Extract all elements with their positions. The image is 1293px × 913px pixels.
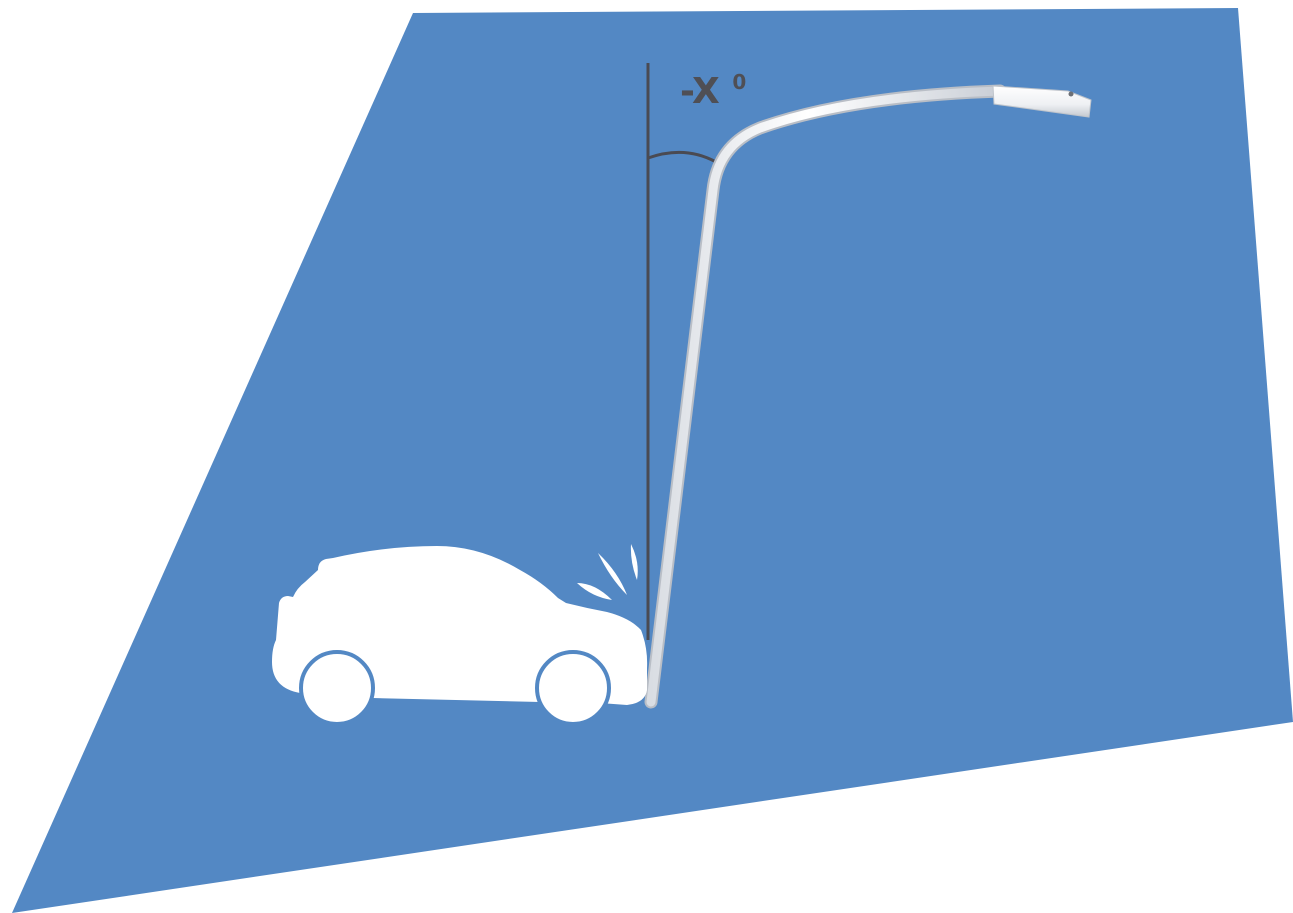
impact-burst-icon [577, 544, 638, 600]
street-lamp-icon [644, 84, 1092, 709]
rear-wheel [299, 650, 375, 726]
front-wheel [535, 650, 611, 726]
impact-mark-low [577, 583, 612, 600]
ground-plane [12, 8, 1293, 913]
angle-label-degree: 0 [732, 70, 746, 94]
impact-mark-high [630, 544, 638, 580]
angle-label-text: -X [680, 71, 720, 112]
car-silhouette-icon [272, 546, 648, 726]
lamp-pole-highlight [646, 86, 1005, 707]
angle-arc [647, 150, 717, 164]
lamp-head-bolt [1068, 91, 1074, 97]
lamp-head [992, 85, 1092, 118]
impact-mark-mid [598, 553, 627, 595]
angle-label: -X 0 [680, 70, 746, 112]
